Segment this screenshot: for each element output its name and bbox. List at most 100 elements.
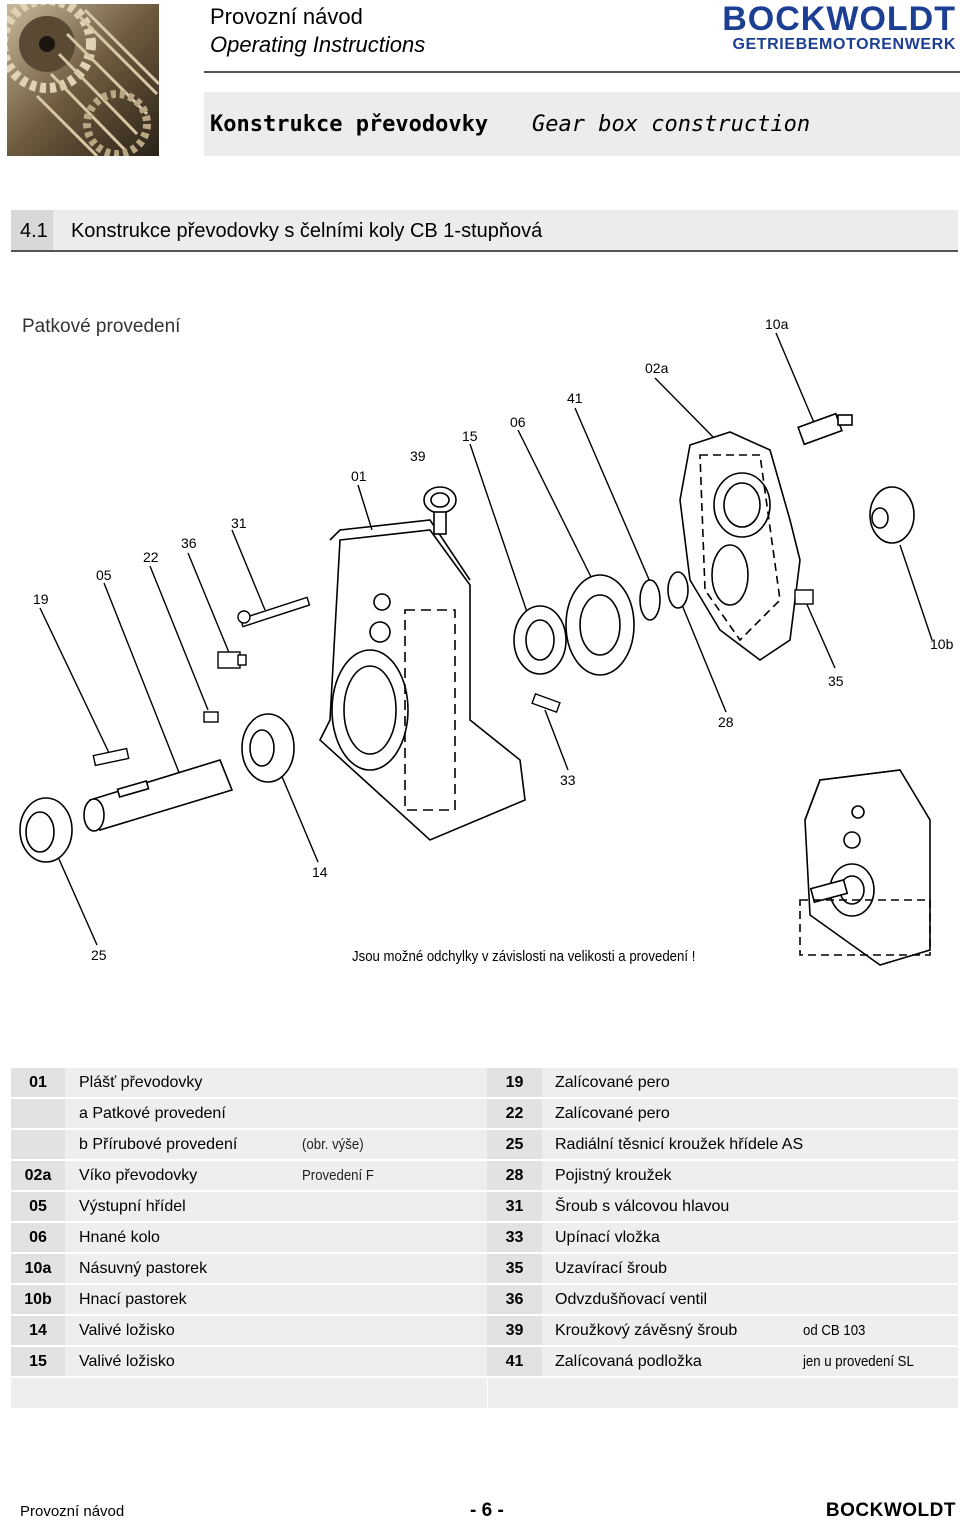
gears-photo — [7, 4, 159, 156]
section-number-cell — [11, 210, 53, 250]
callout-41: 41 — [567, 390, 583, 406]
part-name: Hnané kolo — [79, 1229, 160, 1246]
header-title-cz: Provozní návod — [210, 4, 363, 29]
part-number: 33 — [487, 1223, 542, 1252]
callout-25: 25 — [91, 947, 107, 963]
part-number: 41 — [487, 1347, 542, 1376]
pinion-10b — [869, 486, 915, 544]
part-name: Zalícované pero — [555, 1074, 670, 1091]
part-name: Pojistný kroužek — [555, 1167, 672, 1184]
part-name: b Přírubové provedení — [79, 1136, 238, 1153]
leader-01 — [357, 484, 373, 531]
section-title: Konstrukce převodovky s čelními koly CB … — [70, 220, 543, 242]
page-number: - 6 - — [470, 1500, 504, 1521]
section-divider — [11, 250, 958, 252]
callout-31: 31 — [231, 515, 247, 531]
gearbox-cover — [679, 431, 801, 661]
output-shaft — [83, 759, 234, 832]
part-note: (obr. výše) — [302, 1136, 364, 1153]
shaft-seal — [19, 797, 73, 863]
leader-05 — [103, 582, 181, 776]
part-name: Valivé ložisko — [79, 1353, 175, 1370]
table-row: 05 Výstupní hřídel 31 Šroub s válcovou hlav… — [11, 1192, 958, 1223]
deviation-note: Jsou možné odchylky v závislosti na veli… — [352, 948, 696, 965]
part-number: 36 — [487, 1285, 542, 1314]
leader-10b — [899, 544, 933, 641]
header-title-en: Operating Instructions — [210, 32, 426, 57]
vent-valve — [217, 651, 247, 669]
part-name: Plášť převodovky — [79, 1074, 203, 1091]
part-name: Víko převodovky — [79, 1167, 198, 1184]
part-name: Hnací pastorek — [79, 1291, 187, 1308]
callout-05: 05 — [96, 567, 112, 583]
callout-15: 15 — [462, 428, 478, 444]
callout-10a: 10a — [765, 316, 789, 332]
section-heading: 4.1 Konstrukce převodovky s čelními koly… — [20, 220, 542, 243]
leader-41 — [574, 407, 661, 606]
part-name: Zalícovaná podložka — [555, 1353, 702, 1370]
table-row-empty — [11, 1378, 958, 1408]
leader-19 — [39, 607, 111, 756]
callout-02a: 02a — [645, 360, 669, 376]
part-number: 02a — [11, 1161, 65, 1190]
part-number — [11, 1130, 65, 1159]
part-name: a Patkové provedení — [79, 1105, 226, 1122]
part-number: 14 — [11, 1316, 65, 1345]
callout-01: 01 — [351, 468, 367, 484]
pinion-10a — [797, 412, 853, 446]
part-number: 19 — [487, 1068, 542, 1097]
brand-subtitle: GETRIEBEMOTORENWERK — [732, 36, 956, 53]
part-number: 10a — [11, 1254, 65, 1283]
part-number: 25 — [487, 1130, 542, 1159]
footer-brand: BOCKWOLDT — [825, 1500, 956, 1521]
plug-screw — [794, 589, 814, 605]
part-name: Výstupní hřídel — [79, 1198, 186, 1215]
callout-35: 35 — [828, 673, 844, 689]
leader-33 — [544, 709, 569, 771]
callout-36: 36 — [181, 535, 197, 551]
section-subtitle: Patkové provedení — [22, 316, 181, 337]
part-note: Provedení F — [302, 1167, 374, 1184]
header-divider — [204, 71, 960, 73]
cap-screw — [237, 596, 311, 628]
chapter-title-cz: Konstrukce převodovky — [210, 112, 489, 137]
bearings — [513, 571, 689, 676]
title-band — [204, 92, 960, 156]
part-number: 05 — [11, 1192, 65, 1221]
key-22 — [203, 711, 219, 723]
brand-name: BOCKWOLDT — [722, 0, 956, 38]
leader-35 — [804, 599, 836, 669]
part-number: 28 — [487, 1161, 542, 1190]
leader-36 — [187, 552, 231, 656]
chapter-title-en: Gear box construction — [532, 112, 811, 137]
exploded-gearbox-drawing: 10a 02a 41 06 15 39 01 31 36 22 05 19 10… — [19, 316, 954, 966]
part-name: Zalícované pero — [555, 1105, 670, 1122]
leader-22 — [149, 565, 209, 711]
part-number: 35 — [487, 1254, 542, 1283]
leader-06 — [517, 429, 596, 586]
callout-06: 06 — [510, 414, 526, 430]
part-number: 31 — [487, 1192, 542, 1221]
callout-33: 33 — [560, 772, 576, 788]
part-name: Šroub s válcovou hlavou — [555, 1198, 730, 1215]
leader-28 — [679, 599, 727, 713]
leader-31 — [231, 529, 266, 611]
part-number — [11, 1099, 65, 1128]
part-name: Upínací vložka — [555, 1229, 660, 1246]
part-name: Valivé ložisko — [79, 1322, 175, 1339]
part-number: 10b — [11, 1285, 65, 1314]
eye-bolt — [423, 486, 457, 535]
assembled-gearbox — [799, 769, 931, 966]
footer-left: Provozní návod — [20, 1503, 125, 1520]
part-note: od CB 103 — [803, 1322, 866, 1339]
callout-28: 28 — [718, 714, 734, 730]
key-19 — [92, 747, 130, 767]
